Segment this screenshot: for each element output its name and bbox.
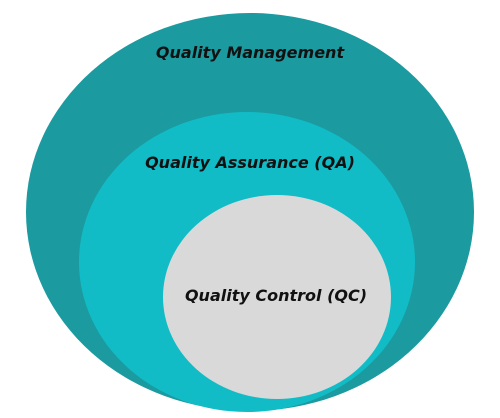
quality-assurance-label: Quality Assurance (QA) xyxy=(145,153,355,172)
quality-control-label: Quality Control (QC) xyxy=(185,286,367,305)
quality-management-label: Quality Management xyxy=(156,43,346,62)
inner-circle-quality-control xyxy=(163,195,391,399)
